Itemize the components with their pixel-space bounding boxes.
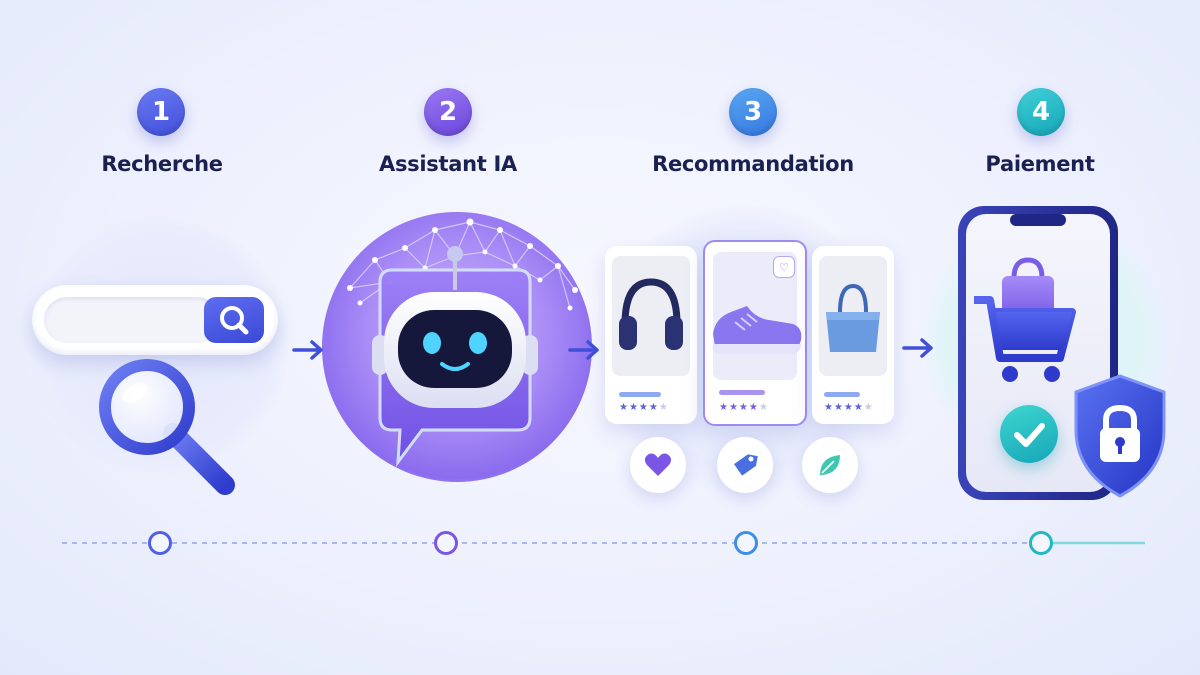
arrow-right-icon [902,338,933,358]
shield-lock-icon [1074,374,1166,498]
step-number-3: 3 [729,88,777,136]
product-card-handbag[interactable]: ★★★★★ [812,246,894,424]
eco-chip[interactable] [802,437,858,493]
timeline-dot-4[interactable] [1029,531,1053,555]
rating-bar [619,392,661,397]
step-title-4: Paiement [985,152,1095,176]
step-number-1: 1 [137,88,185,136]
rating-stars: ★★★★★ [619,402,669,413]
step-number-4: 4 [1017,88,1065,136]
payment-confirmed-badge [1000,405,1058,463]
product-card-sneaker[interactable]: ♡ ★★★★★ [703,240,807,426]
checkmark-icon [1014,423,1045,447]
rating-bar [719,390,765,395]
rating-stars: ★★★★★ [824,402,874,413]
search-bar[interactable] [32,285,278,355]
price-tag-icon [733,454,758,476]
handbag-icon [826,283,880,352]
timeline-dot-3[interactable] [734,531,758,555]
headphones-icon [619,278,683,350]
robot-chat-icon [372,246,538,467]
timeline [62,541,1145,545]
timeline-dot-1[interactable] [148,531,172,555]
step-title-3: Recommandation [652,152,854,176]
rating-bar [824,392,860,397]
heart-icon [644,453,672,476]
shopping-cart-icon [974,257,1076,382]
sneaker-icon [712,306,802,354]
magnifier-icon [99,359,235,495]
step-title-1: Recherche [101,152,223,176]
search-button[interactable] [204,297,264,343]
rating-stars: ★★★★★ [719,402,769,413]
arrow-right-icon [292,340,323,360]
favorite-chip[interactable] [630,437,686,493]
timeline-dot-2[interactable] [434,531,458,555]
product-card-headphones[interactable]: ★★★★★ [605,246,697,424]
step-number-2: 2 [424,88,472,136]
search-input[interactable] [44,297,220,343]
price-tag-chip[interactable] [717,437,773,493]
favorite-badge[interactable]: ♡ [773,256,795,278]
leaf-icon [820,455,840,475]
step-title-2: Assistant IA [379,152,517,176]
arrow-right-icon [568,340,599,360]
search-icon [220,306,249,335]
